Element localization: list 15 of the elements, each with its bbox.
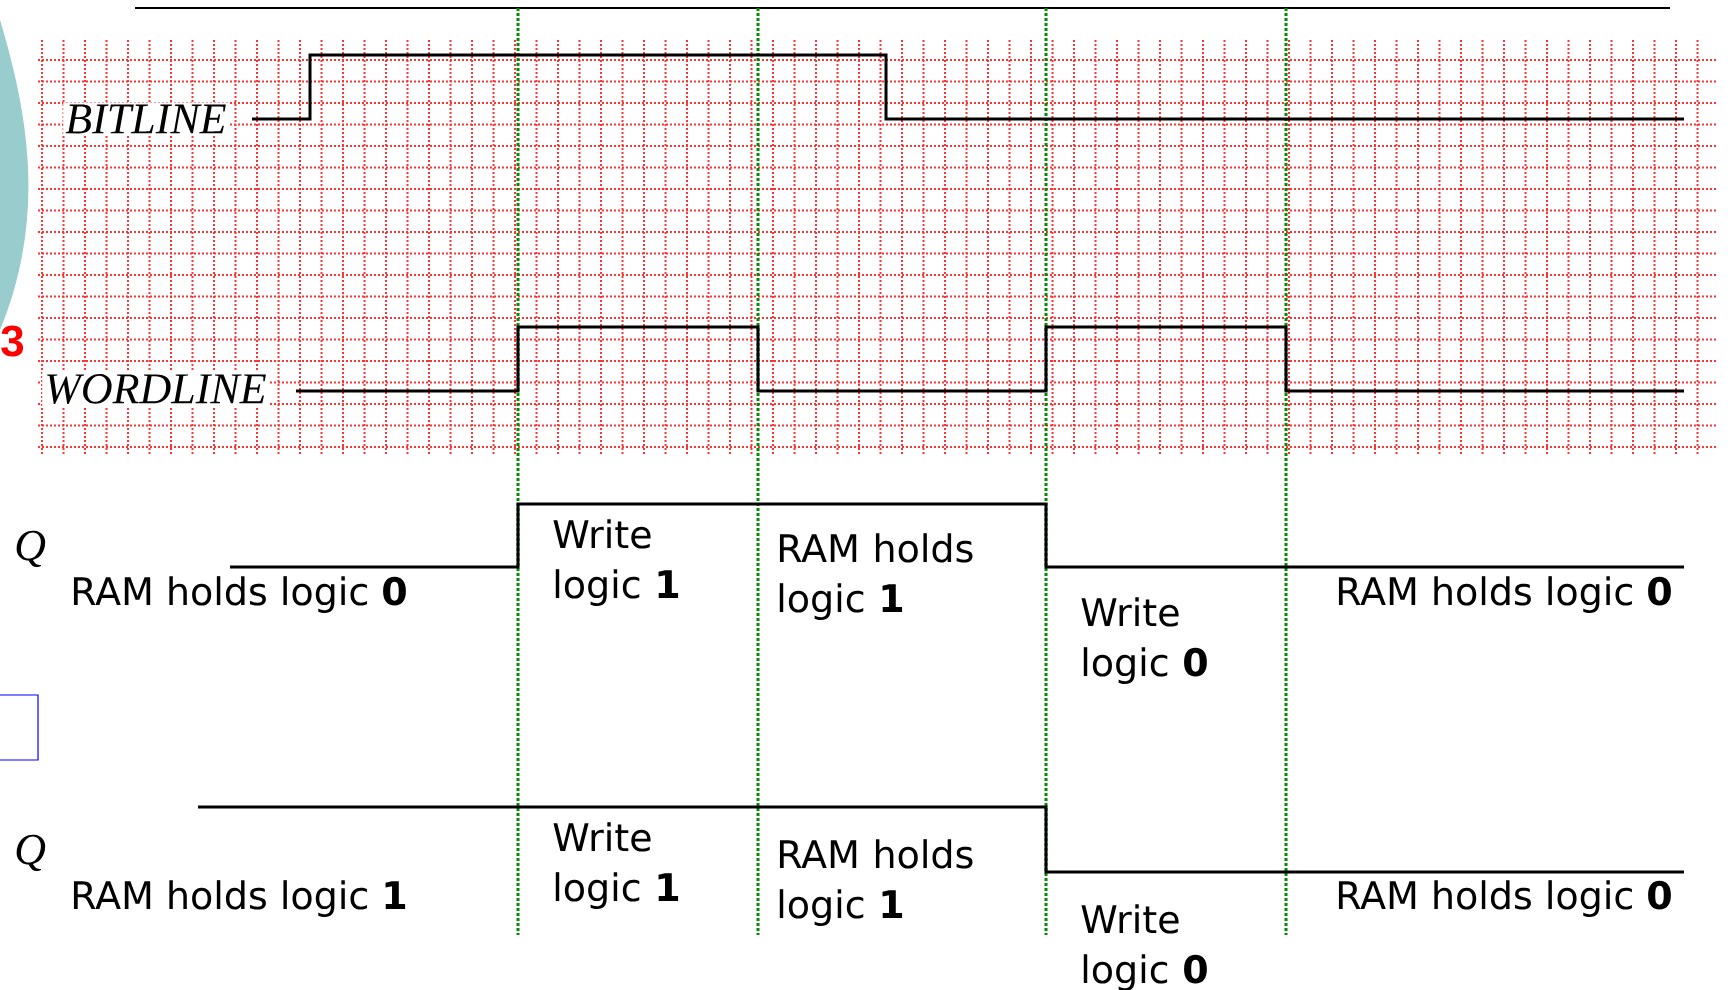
state-note: Write logic 1 — [553, 519, 679, 606]
signal-name: Q — [12, 528, 48, 570]
state-note: Write logic 0 — [1081, 597, 1207, 684]
slide-number: 3 — [1, 325, 24, 357]
signal-name: BITLINE — [63, 102, 229, 136]
state-note: RAM holds logic 0 — [73, 576, 406, 613]
state-note: RAM holds logic 1 — [73, 880, 406, 917]
state-note: Write logic 0 — [1081, 904, 1207, 990]
state-note: RAM holds logic 1 — [779, 839, 973, 926]
signal-name: Q — [12, 832, 48, 874]
state-note: Write logic 1 — [553, 822, 679, 909]
state-note: RAM holds logic 1 — [779, 533, 973, 620]
state-note: RAM holds logic 0 — [1338, 576, 1671, 613]
state-note: RAM holds logic 0 — [1338, 880, 1671, 917]
signal-name: WORDLINE — [42, 372, 269, 406]
